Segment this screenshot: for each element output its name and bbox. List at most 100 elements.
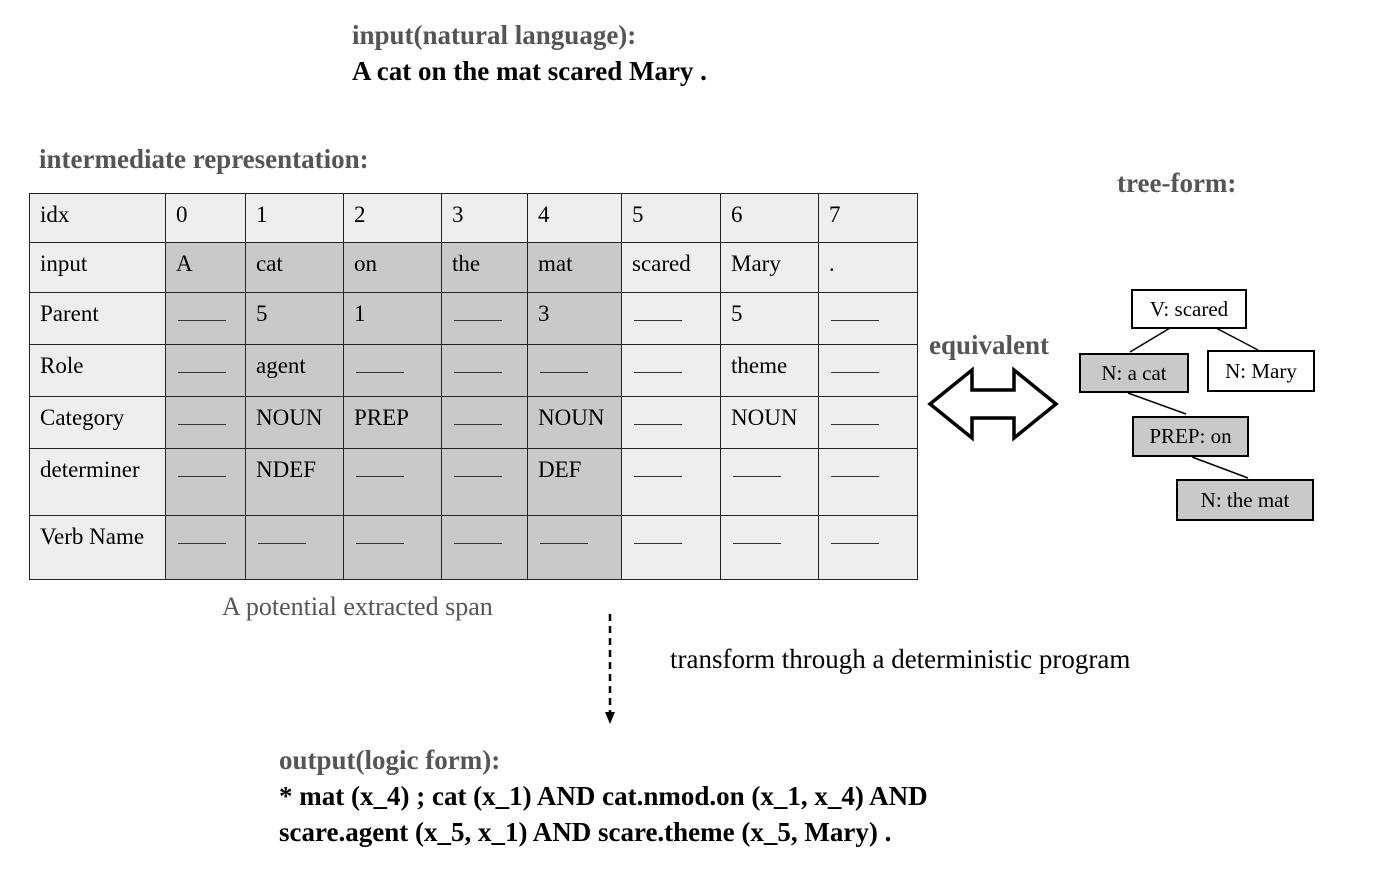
table-cell: A bbox=[165, 242, 246, 293]
row-label: Role bbox=[29, 344, 166, 397]
empty-cell bbox=[818, 515, 918, 580]
dash-mark bbox=[454, 320, 502, 321]
empty-cell bbox=[245, 515, 344, 580]
empty-cell bbox=[441, 344, 528, 397]
table-cell: 1 bbox=[245, 193, 344, 243]
tree-edges bbox=[1127, 327, 1259, 479]
empty-cell bbox=[818, 292, 918, 345]
input-sentence: A cat on the mat scared Mary . bbox=[352, 56, 707, 86]
output-heading: output(logic form): bbox=[279, 745, 501, 775]
empty-cell bbox=[621, 344, 721, 397]
empty-cell bbox=[720, 515, 819, 580]
empty-cell bbox=[343, 515, 442, 580]
empty-cell bbox=[441, 448, 528, 516]
empty-cell bbox=[441, 292, 528, 345]
empty-cell bbox=[720, 448, 819, 516]
dash-mark bbox=[178, 424, 226, 425]
empty-cell bbox=[441, 515, 528, 580]
tree-node-prep: PREP: on bbox=[1132, 416, 1249, 457]
table-cell: DEF bbox=[527, 448, 622, 516]
table-cell: agent bbox=[245, 344, 344, 397]
table-cell: . bbox=[818, 242, 918, 293]
table-cell: scared bbox=[621, 242, 721, 293]
dash-mark bbox=[733, 543, 781, 544]
empty-cell bbox=[818, 344, 918, 397]
dash-mark bbox=[540, 543, 588, 544]
intermediate-heading: intermediate representation: bbox=[39, 144, 369, 174]
row-label: Category bbox=[29, 396, 166, 449]
empty-cell bbox=[343, 448, 442, 516]
empty-cell bbox=[165, 448, 246, 516]
dash-mark bbox=[356, 543, 404, 544]
row-label: Verb Name bbox=[29, 515, 166, 580]
empty-cell bbox=[621, 448, 721, 516]
table-cell: 4 bbox=[527, 193, 622, 243]
dash-mark bbox=[831, 372, 879, 373]
dash-mark bbox=[540, 372, 588, 373]
double-arrow-icon bbox=[927, 366, 1059, 442]
table-cell: mat bbox=[527, 242, 622, 293]
input-heading: input(natural language): bbox=[352, 20, 637, 50]
dashed-down-arrow-icon bbox=[605, 614, 615, 724]
dash-mark bbox=[178, 372, 226, 373]
dash-mark bbox=[634, 543, 682, 544]
empty-cell bbox=[165, 344, 246, 397]
empty-cell bbox=[621, 396, 721, 449]
table-cell: 5 bbox=[245, 292, 344, 345]
dash-mark bbox=[178, 543, 226, 544]
dash-mark bbox=[454, 543, 502, 544]
tree-node-root-verb: V: scared bbox=[1131, 289, 1247, 329]
table-cell: 3 bbox=[441, 193, 528, 243]
tree-node-cat: N: a cat bbox=[1079, 353, 1189, 393]
dash-mark bbox=[831, 320, 879, 321]
dash-mark bbox=[634, 476, 682, 477]
tree-node-mat: N: the mat bbox=[1176, 479, 1314, 521]
dash-mark bbox=[831, 543, 879, 544]
empty-cell bbox=[621, 292, 721, 345]
table-row: Verb Name bbox=[29, 515, 918, 580]
table-cell: PREP bbox=[343, 396, 442, 449]
transform-label: transform through a deterministic progra… bbox=[670, 644, 1131, 674]
equivalent-label: equivalent bbox=[929, 330, 1050, 360]
empty-cell bbox=[621, 515, 721, 580]
dash-mark bbox=[258, 543, 306, 544]
empty-cell bbox=[527, 344, 622, 397]
dash-mark bbox=[454, 372, 502, 373]
dash-mark bbox=[634, 424, 682, 425]
dash-mark bbox=[454, 424, 502, 425]
tree-node-mary: N: Mary bbox=[1207, 350, 1315, 392]
output-line-1: * mat (x_4) ; cat (x_1) AND cat.nmod.on … bbox=[279, 781, 928, 811]
dash-mark bbox=[634, 372, 682, 373]
table-cell: 6 bbox=[720, 193, 819, 243]
table-cell: NOUN bbox=[720, 396, 819, 449]
dash-mark bbox=[831, 424, 879, 425]
empty-cell bbox=[818, 396, 918, 449]
row-label: Parent bbox=[29, 292, 166, 345]
table-cell: 0 bbox=[165, 193, 246, 243]
table-cell: 1 bbox=[343, 292, 442, 345]
output-line-2: scare.agent (x_5, x_1) AND scare.theme (… bbox=[279, 817, 892, 847]
table-cell: NOUN bbox=[527, 396, 622, 449]
table-cell: 7 bbox=[818, 193, 918, 243]
table-cell: 2 bbox=[343, 193, 442, 243]
dash-mark bbox=[356, 476, 404, 477]
row-label: idx bbox=[29, 193, 166, 243]
table-cell: theme bbox=[720, 344, 819, 397]
dash-mark bbox=[634, 320, 682, 321]
empty-cell bbox=[165, 292, 246, 345]
table-row: Role agent theme bbox=[29, 344, 918, 397]
span-caption: A potential extracted span bbox=[222, 592, 493, 621]
dash-mark bbox=[831, 476, 879, 477]
empty-cell bbox=[818, 448, 918, 516]
dash-mark bbox=[356, 372, 404, 373]
row-label: determiner bbox=[29, 448, 166, 516]
empty-cell bbox=[165, 515, 246, 580]
table-cell: 5 bbox=[720, 292, 819, 345]
table-cell: 5 bbox=[621, 193, 721, 243]
table-cell: 3 bbox=[527, 292, 622, 345]
table-cell: on bbox=[343, 242, 442, 293]
